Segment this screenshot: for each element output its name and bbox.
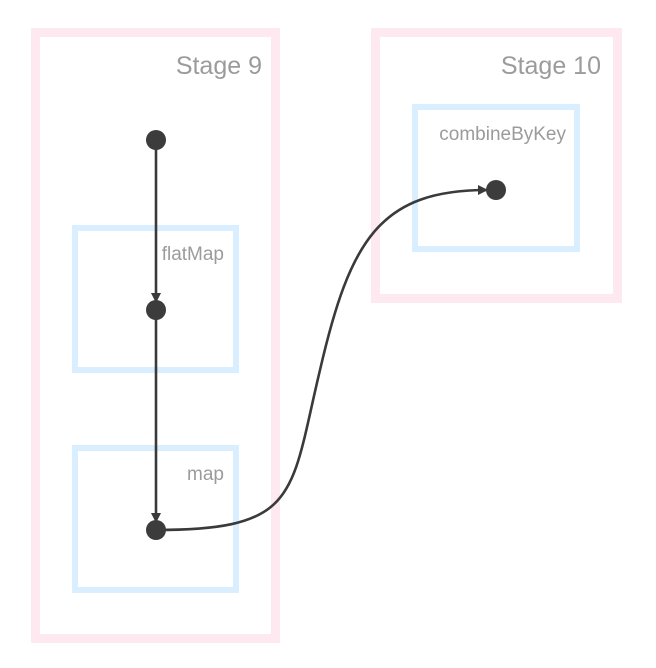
combinebykey-border	[412, 104, 580, 252]
edges	[151, 140, 488, 532]
edge-map-to-combinebykey	[155, 185, 488, 532]
node-map[interactable]	[146, 520, 166, 540]
stage-10-label: Stage 10	[501, 52, 601, 80]
node-source[interactable]	[146, 130, 166, 150]
stage-9-border	[31, 28, 280, 643]
map-label: map	[187, 464, 224, 485]
combinebykey-label: combineByKey	[439, 124, 566, 145]
node-combinebykey[interactable]	[486, 180, 506, 200]
stage-10-border	[371, 28, 622, 303]
stage-cluster-10[interactable]: Stage 10 combineByKey	[371, 28, 622, 303]
node-flatmap[interactable]	[146, 300, 166, 320]
flatmap-label: flatMap	[162, 244, 224, 265]
stage-9-label: Stage 9	[176, 52, 262, 80]
operation-cluster-combinebykey[interactable]: combineByKey	[412, 104, 580, 252]
nodes	[146, 130, 506, 540]
